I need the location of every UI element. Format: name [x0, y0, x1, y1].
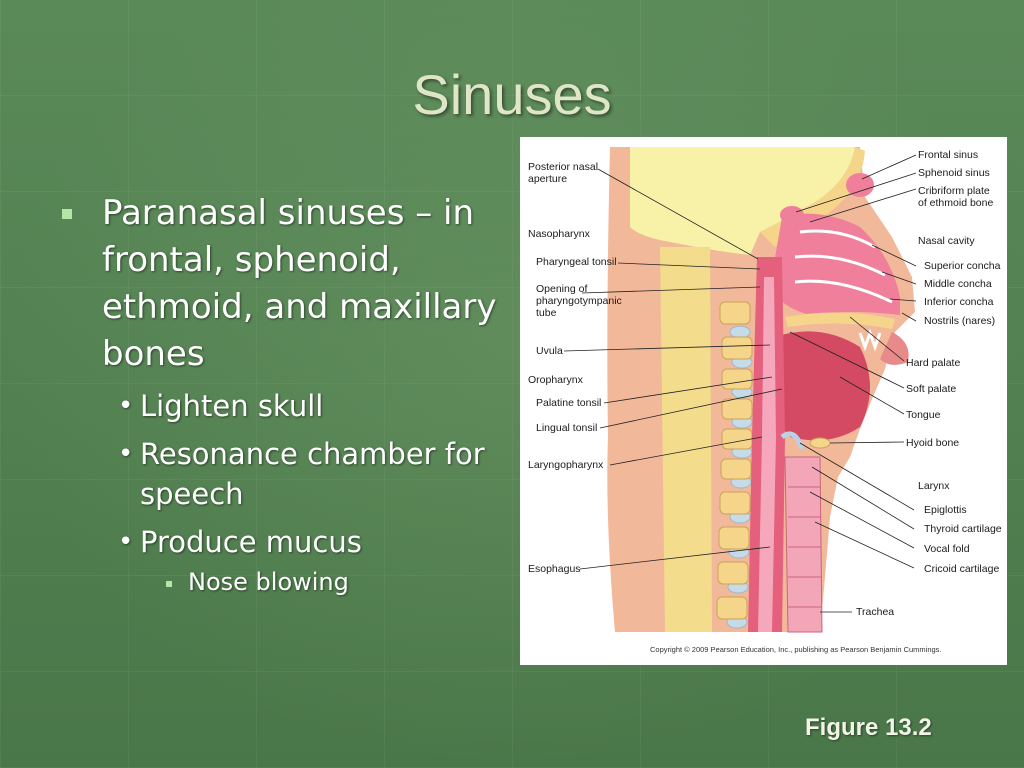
sub-sub-bullet-nose-blowing: Nose blowing: [166, 566, 502, 598]
bullet-list: Paranasal sinuses – in frontal, sphenoid…: [62, 190, 502, 598]
label-epiglottis: Epiglottis: [924, 504, 967, 516]
label-frontal-sinus: Frontal sinus: [918, 149, 979, 161]
label-oropharynx: Oropharynx: [528, 374, 583, 386]
slide-title: Sinuses: [412, 63, 612, 126]
bullet-paranasal-sinuses: Paranasal sinuses – in frontal, sphenoid…: [62, 190, 502, 378]
figure-copyright: Copyright © 2009 Pearson Education, Inc.…: [650, 645, 942, 654]
dot-bullet-icon: •: [118, 391, 134, 421]
label-larynx: Larynx: [918, 480, 950, 492]
label-middle-concha: Middle concha: [924, 278, 992, 290]
label-cribriform-plate: Cribriform plate of ethmoid bone: [918, 185, 994, 209]
head-neck-illustration: [563, 147, 917, 633]
square-bullet-icon: [62, 209, 72, 219]
label-pharyngeal-tonsil: Pharyngeal tonsil: [536, 256, 617, 268]
label-trachea: Trachea: [856, 606, 895, 618]
label-hyoid-bone: Hyoid bone: [906, 437, 960, 449]
label-sphenoid-sinus: Sphenoid sinus: [918, 167, 990, 179]
sub-bullet-text: Resonance chamber for speech: [140, 437, 485, 511]
label-vocal-fold: Vocal fold: [924, 543, 970, 555]
label-nasal-cavity: Nasal cavity: [918, 235, 975, 247]
label-inferior-concha: Inferior concha: [924, 296, 994, 308]
label-soft-palate: Soft palate: [906, 383, 957, 395]
label-cricoid-cartilage: Cricoid cartilage: [924, 563, 1000, 575]
figure-reference: Figure 13.2: [805, 714, 932, 741]
label-posterior-nasal-aperture: Posterior nasal aperture: [528, 161, 599, 185]
square-bullet-icon: [166, 581, 172, 587]
label-superior-concha: Superior concha: [924, 260, 1001, 272]
label-lingual-tonsil: Lingual tonsil: [536, 422, 598, 434]
label-tongue: Tongue: [906, 409, 941, 421]
sub-sub-bullet-text: Nose blowing: [188, 568, 349, 596]
label-palatine-tonsil: Palatine tonsil: [536, 397, 602, 409]
sub-bullet-text: Produce mucus: [140, 525, 362, 559]
label-uvula: Uvula: [536, 345, 563, 357]
anatomy-figure: Posterior nasal aperture Nasopharynx Pha…: [520, 137, 1007, 665]
label-nasopharynx: Nasopharynx: [528, 228, 590, 240]
label-nostrils: Nostrils (nares): [924, 315, 996, 327]
sub-bullet-resonance: • Resonance chamber for speech: [118, 434, 502, 514]
label-thyroid-cartilage: Thyroid cartilage: [924, 523, 1002, 535]
dot-bullet-icon: •: [118, 527, 134, 557]
label-esophagus: Esophagus: [528, 563, 581, 575]
sub-bullet-mucus: • Produce mucus: [118, 522, 502, 562]
dot-bullet-icon: •: [118, 439, 134, 469]
label-laryngopharynx: Laryngopharynx: [528, 459, 604, 471]
label-opening-pharyngotympanic-tube: Opening of pharyngotympanic tube: [536, 283, 622, 319]
label-hard-palate: Hard palate: [906, 357, 961, 369]
bullet-text: Paranasal sinuses – in frontal, sphenoid…: [102, 193, 497, 374]
sub-bullet-text: Lighten skull: [140, 389, 324, 423]
sub-bullet-lighten-skull: • Lighten skull: [118, 386, 502, 426]
